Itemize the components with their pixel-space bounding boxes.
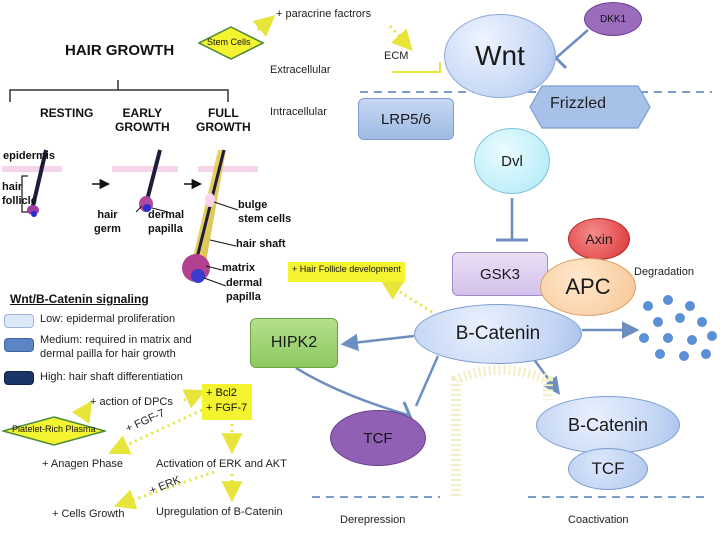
label-dermal-papilla-2: dermal papilla	[226, 277, 263, 303]
axin-label: Axin	[585, 231, 613, 247]
derepression-label: Derepression	[340, 514, 406, 526]
wnt-node: Wnt	[444, 14, 556, 98]
label-bulge-stem-cells: bulge stem cells	[238, 199, 292, 225]
prp-to-dpcs-arrow	[71, 400, 93, 424]
follicle-full-illustration	[182, 149, 258, 283]
to-hair-follicle-arrow	[380, 279, 433, 314]
degradation-label: Degradation	[634, 266, 694, 278]
extracellular-label: Extracellular	[270, 64, 331, 76]
label-hair-follicle: hair follicle	[2, 181, 37, 207]
nucleus-arch	[451, 365, 553, 496]
lrp56-node: LRP5/6	[358, 98, 454, 140]
action-dpcs-label: + action of DPCs	[90, 396, 173, 408]
label-hair-shaft: hair shaft	[236, 238, 286, 250]
label-dermal-papilla: dermal papilla	[148, 209, 185, 235]
bcatenin-node: B-Catenin	[414, 304, 582, 364]
legend-swatch-high	[4, 371, 34, 385]
legend-swatch-low	[4, 314, 34, 328]
hipk2-label: HIPK2	[270, 334, 318, 351]
hair-growth-title: HAIR GROWTH	[65, 42, 175, 59]
erk-to-growth-arrow	[114, 470, 215, 510]
legend-high-label: High: hair shaft differentiation	[40, 371, 183, 383]
dpcs-to-bcl2-arrow	[182, 389, 206, 409]
dkk1-inhibit-line	[555, 29, 589, 59]
wnt-label: Wnt	[475, 40, 525, 71]
label-hair-germ: hair germ	[94, 209, 121, 235]
frizzled-label: Frizzled	[550, 95, 607, 112]
tcf-complex-node: TCF	[568, 448, 648, 490]
frizzled-node	[529, 85, 651, 129]
lrp56-label: LRP5/6	[380, 110, 432, 128]
upregulation-label: Upregulation of B-Catenin	[156, 506, 283, 518]
stage-full-growth: FULL GROWTH	[196, 106, 251, 134]
hair-follicle-development-box: + Hair Follicle development	[288, 262, 405, 282]
dvl-node: Dvl	[474, 128, 550, 194]
stage-resting: RESTING	[40, 106, 94, 120]
bcatenin-label: B-Catenin	[455, 323, 541, 344]
follicle-resting-illustration	[2, 149, 62, 217]
stem-cells-diamond	[198, 26, 264, 60]
dvl-label: Dvl	[501, 152, 523, 170]
ecm-label: ECM	[384, 50, 409, 62]
paracrine-to-ecm-arrow	[388, 24, 413, 52]
apc-node: APC	[540, 258, 636, 316]
apc-label: APC	[565, 274, 611, 299]
follicle-early-illustration	[112, 149, 178, 212]
cells-growth-label: + Cells Growth	[52, 508, 125, 520]
hipk2-inhibit-tcf-line	[295, 366, 409, 417]
fgf7-to-anagen-arrow	[108, 408, 203, 455]
ecm-to-wnt-line	[392, 62, 441, 73]
coactivation-label: Coactivation	[568, 514, 629, 526]
to-hipk2-arrow	[340, 333, 415, 352]
prp-label: Platelet-Rich Plasma	[12, 424, 96, 434]
tcf-complex-label: TCF	[591, 459, 625, 478]
tcf-node: TCF	[330, 410, 426, 466]
label-matrix: matrix	[222, 262, 256, 274]
erk-akt-label: Activation of ERK and AKT	[156, 458, 287, 470]
legend-title: Wnt/B-Catenin signaling	[10, 292, 149, 306]
axin-node: Axin	[568, 218, 630, 260]
stem-cells-label: Stem Cells	[207, 37, 251, 47]
intracellular-label: Intracellular	[270, 106, 327, 118]
paracrine-label: + paracrine factrors	[276, 8, 372, 20]
hipk2-node: HIPK2	[250, 318, 338, 368]
legend-medium-label: Medium: required in matrix and dermal pa…	[40, 334, 192, 360]
bcl2-fgf7-box: + Bcl2 + FGF-7	[202, 384, 252, 420]
bcl2-label: + Bcl2	[206, 387, 237, 399]
degradation-dots	[639, 295, 717, 361]
bcat-inhibit-tcf-line	[414, 355, 440, 407]
stage-early-growth: EARLY GROWTH	[115, 106, 170, 134]
fgf7-label: + FGF-7	[206, 402, 248, 414]
dkk1-label: DKK1	[599, 13, 627, 25]
legend-swatch-medium	[4, 338, 34, 352]
bcatenin-tcf-complex: B-Catenin	[536, 396, 680, 454]
stage-bracket	[9, 80, 229, 102]
prp-diamond	[2, 416, 106, 446]
legend-low-label: Low: epidermal proliferation	[40, 313, 176, 325]
dkk1-node: DKK1	[584, 2, 642, 36]
gsk3-node: GSK3	[452, 252, 548, 296]
label-epidermis: epidermis	[3, 150, 55, 162]
tcf-label: TCF	[363, 429, 393, 447]
bcatenin-complex-label: B-Catenin	[567, 414, 649, 435]
anagen-label: + Anagen Phase	[42, 458, 124, 470]
gsk3-label: GSK3	[479, 265, 521, 283]
